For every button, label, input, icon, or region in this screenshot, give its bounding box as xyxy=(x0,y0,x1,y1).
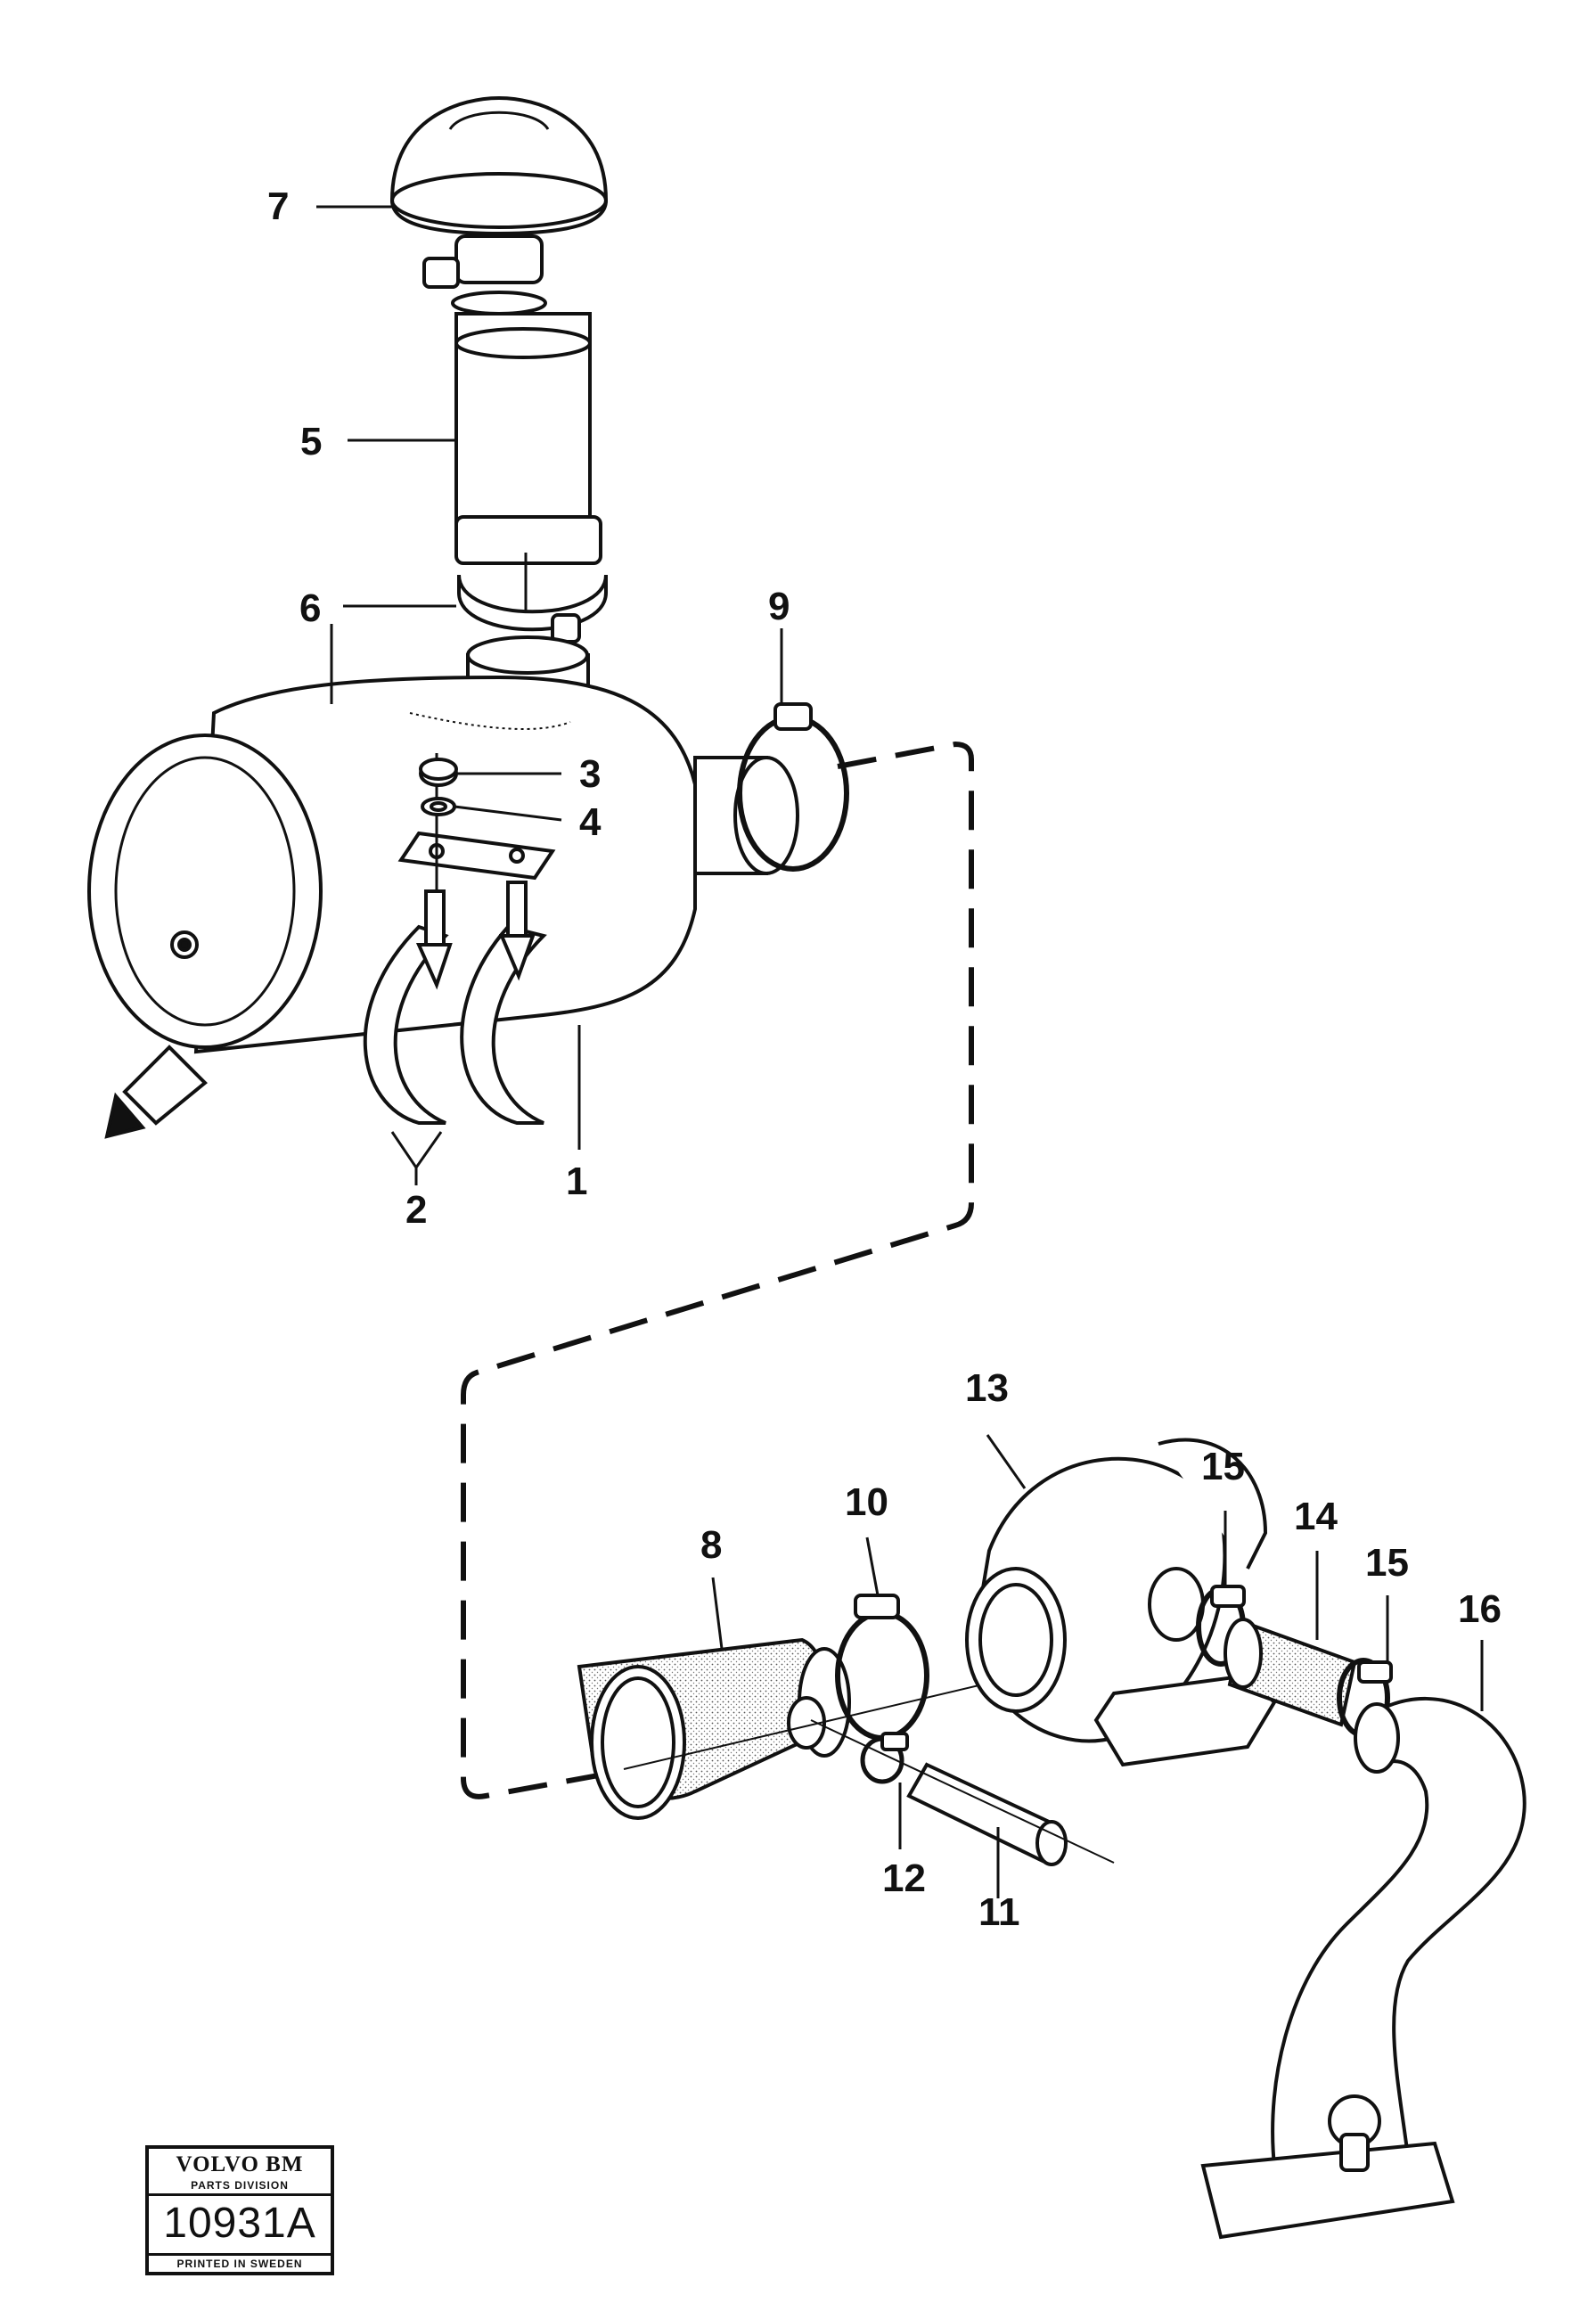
intake-pipe-vertical xyxy=(454,312,602,615)
mounting-straps xyxy=(363,753,556,1125)
leader-8 xyxy=(711,1577,724,1650)
leader-4 xyxy=(454,805,562,822)
callout-11: 11 xyxy=(978,1890,1020,1934)
callout-13: 13 xyxy=(965,1366,1009,1410)
air-cleaner-assembly xyxy=(87,95,849,1139)
intake-pipe-16 xyxy=(1200,1696,1526,2240)
leader-10 xyxy=(865,1537,880,1596)
stamp-drawing-code: 10931A xyxy=(163,2200,316,2247)
rain-cap xyxy=(389,95,609,316)
callout-9: 9 xyxy=(768,585,790,628)
callout-8: 8 xyxy=(700,1523,722,1567)
clamp-band xyxy=(457,574,608,643)
callout-14: 14 xyxy=(1294,1495,1338,1538)
turbocharger xyxy=(965,1438,1277,1767)
callout-15a: 15 xyxy=(1201,1445,1245,1488)
turbo-assembly xyxy=(577,1438,1526,2240)
reducer-hose xyxy=(577,1637,1097,1820)
leader-13 xyxy=(986,1434,1027,1489)
leader-lines xyxy=(316,205,1484,1898)
callout-7: 7 xyxy=(267,184,289,228)
hose-clamp-10 xyxy=(835,1594,929,1741)
callout-1: 1 xyxy=(566,1160,587,1203)
callout-4: 4 xyxy=(579,800,602,844)
leader-2 xyxy=(390,1131,443,1185)
connection-dashed-line xyxy=(461,741,974,1799)
stamp-brand: VOLVO BM xyxy=(176,2152,304,2176)
callout-15b: 15 xyxy=(1365,1541,1409,1585)
callout-6: 6 xyxy=(299,586,321,630)
callout-12: 12 xyxy=(882,1856,926,1900)
callout-10: 10 xyxy=(845,1480,888,1524)
callout-16: 16 xyxy=(1458,1587,1502,1631)
stamp-division: PARTS DIVISION xyxy=(149,2179,331,2196)
hose-14 xyxy=(1224,1618,1357,1727)
hose-clamp-12 xyxy=(860,1732,909,1784)
volvo-bm-stamp: VOLVO BM PARTS DIVISION 10931A PRINTED I… xyxy=(145,2145,334,2275)
hose-clamp-9 xyxy=(737,702,849,872)
hose-11 xyxy=(810,1719,1115,1866)
hose-clamp-15b xyxy=(1337,1658,1393,1738)
stamp-printed: PRINTED IN SWEDEN xyxy=(149,2253,331,2272)
callout-2: 2 xyxy=(405,1188,427,1232)
callout-3: 3 xyxy=(579,752,601,796)
callout-5: 5 xyxy=(300,420,322,463)
callout-labels: 7 5 6 9 3 4 1 2 13 15 10 14 8 15 16 12 1… xyxy=(267,184,1502,1934)
